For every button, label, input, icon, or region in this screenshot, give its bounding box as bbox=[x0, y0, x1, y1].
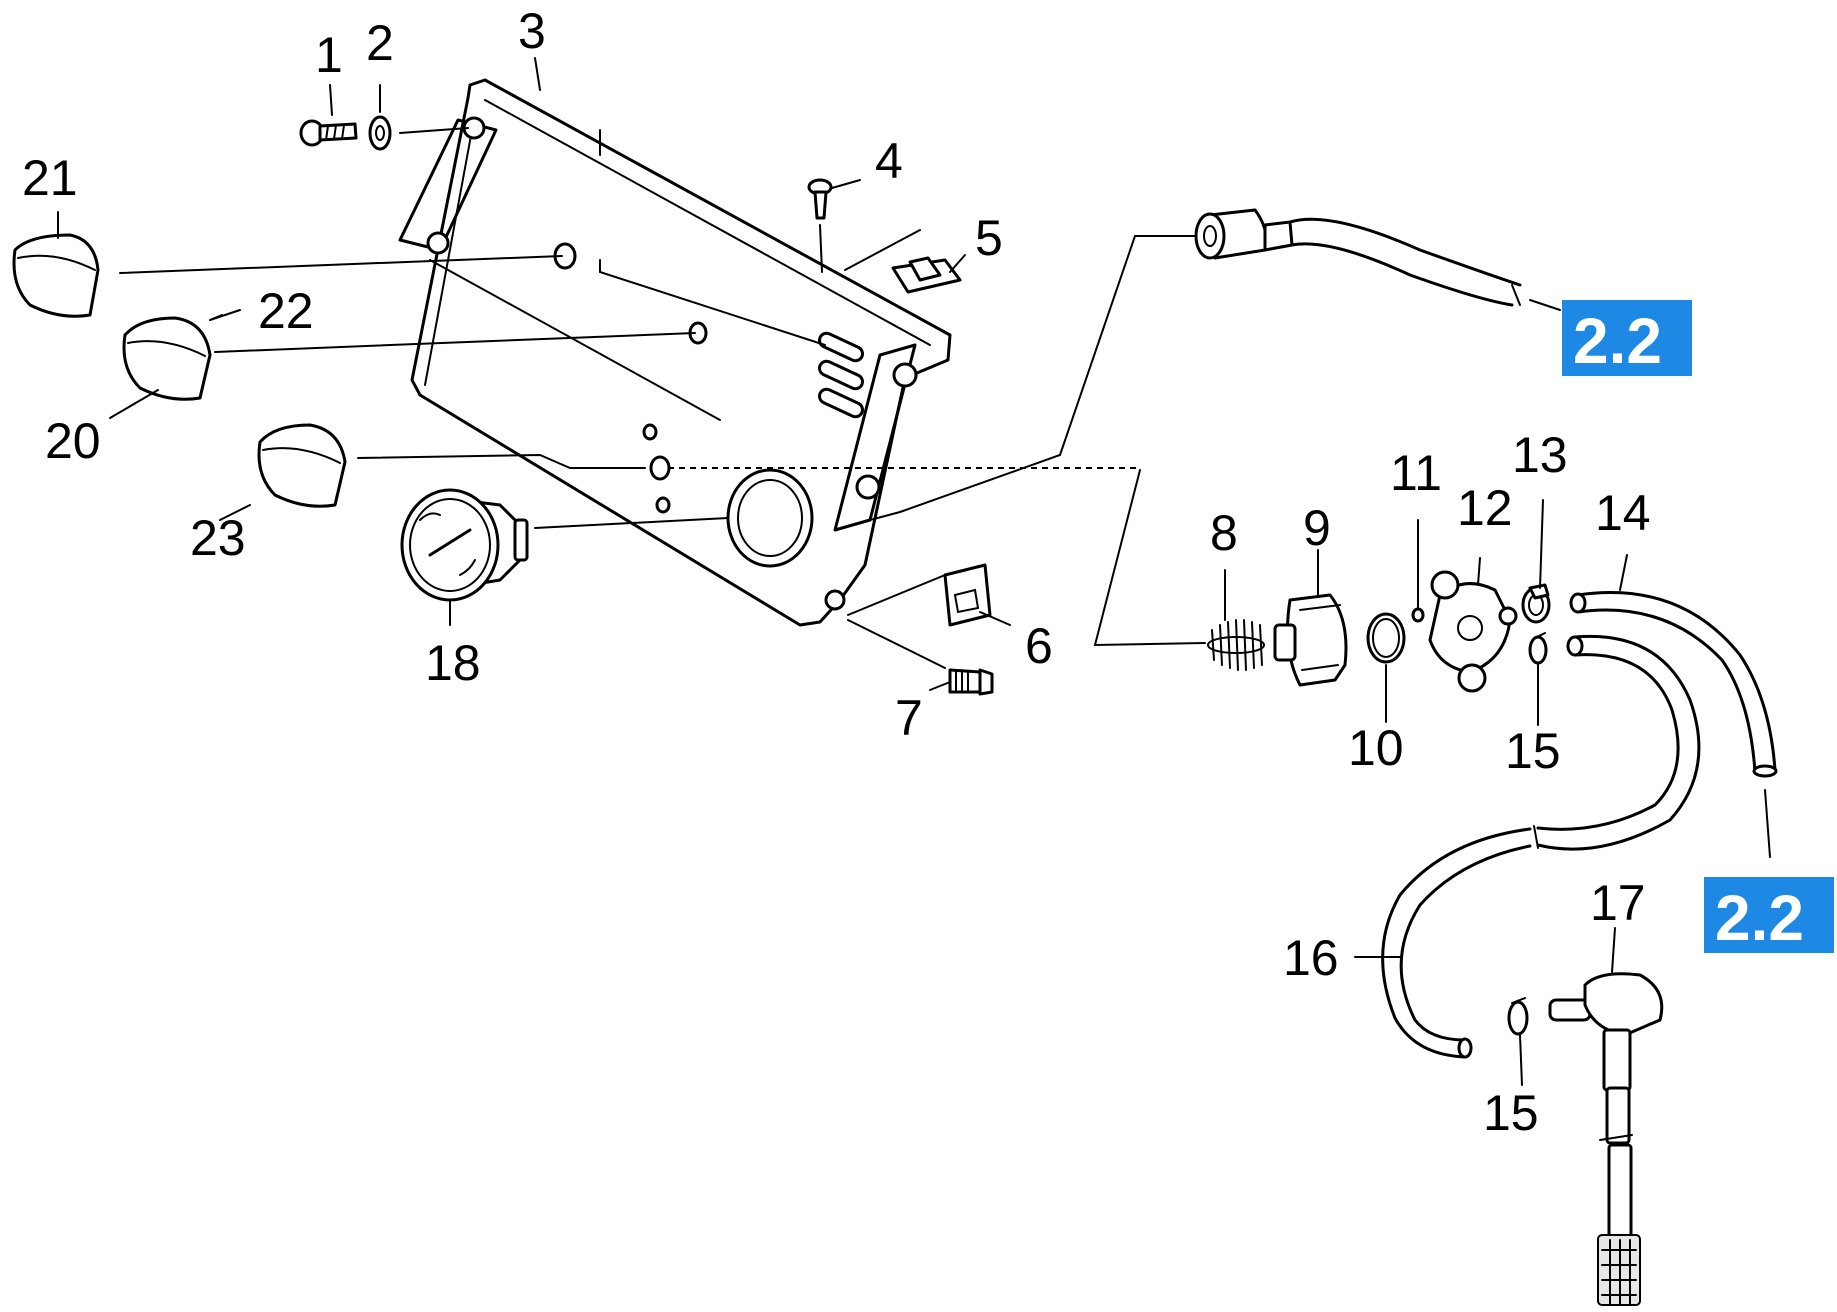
label-3: 3 bbox=[518, 3, 546, 59]
label-9: 9 bbox=[1303, 500, 1331, 556]
clamp-15-lower bbox=[1507, 997, 1529, 1036]
label-10: 10 bbox=[1348, 720, 1404, 776]
reference-bottom-label: 2.2 bbox=[1715, 882, 1804, 954]
hose-14 bbox=[1569, 591, 1778, 778]
label-15-lower: 15 bbox=[1483, 1085, 1539, 1141]
spring-8 bbox=[1207, 619, 1265, 671]
label-21: 21 bbox=[22, 150, 78, 206]
reference-badge-bottom[interactable]: 2.2 bbox=[1704, 877, 1834, 954]
label-4: 4 bbox=[875, 133, 903, 189]
label-2: 2 bbox=[366, 15, 394, 71]
o-ring-10 bbox=[1366, 612, 1406, 664]
screw-4 bbox=[807, 178, 833, 220]
reference-badge-top[interactable]: 2.2 bbox=[1562, 300, 1692, 377]
gauge-18 bbox=[400, 488, 529, 602]
clip-5 bbox=[891, 256, 962, 294]
knob-23 bbox=[257, 423, 347, 508]
label-1: 1 bbox=[315, 27, 343, 83]
label-17: 17 bbox=[1590, 875, 1646, 931]
leader-washer bbox=[399, 127, 469, 134]
valve-body-9 bbox=[1273, 593, 1348, 687]
clamp-15-upper bbox=[1528, 632, 1548, 665]
washer-2 bbox=[368, 115, 392, 151]
label-12: 12 bbox=[1457, 480, 1513, 536]
label-13: 13 bbox=[1512, 427, 1568, 483]
screw-7 bbox=[948, 668, 994, 696]
reference-top-label: 2.2 bbox=[1573, 305, 1662, 377]
screw-1 bbox=[299, 119, 358, 147]
label-15-upper: 15 bbox=[1505, 723, 1561, 779]
part-labels: 1 2 3 4 5 6 7 8 9 10 11 12 13 14 15 15 1… bbox=[22, 3, 1651, 1141]
label-16: 16 bbox=[1283, 930, 1339, 986]
label-20: 20 bbox=[45, 413, 101, 469]
pickup-tube-17 bbox=[1548, 972, 1664, 1306]
bracket-6 bbox=[943, 563, 992, 627]
label-5: 5 bbox=[975, 210, 1003, 266]
clamp-13 bbox=[1521, 583, 1551, 624]
knob-21 bbox=[12, 233, 100, 318]
leader-lines bbox=[57, 57, 1628, 1086]
label-14: 14 bbox=[1595, 485, 1651, 541]
label-8: 8 bbox=[1210, 505, 1238, 561]
label-11: 11 bbox=[1390, 445, 1442, 501]
valve-cap-12 bbox=[1428, 570, 1518, 693]
label-18: 18 bbox=[425, 635, 481, 691]
pipe-top bbox=[1194, 208, 1522, 307]
label-23: 23 bbox=[190, 510, 246, 566]
label-6: 6 bbox=[1025, 618, 1053, 674]
hose-16 bbox=[1381, 634, 1701, 1059]
label-22: 22 bbox=[258, 283, 314, 339]
seal-11 bbox=[1411, 607, 1425, 623]
knob-20 bbox=[122, 316, 212, 401]
label-7: 7 bbox=[895, 690, 923, 746]
